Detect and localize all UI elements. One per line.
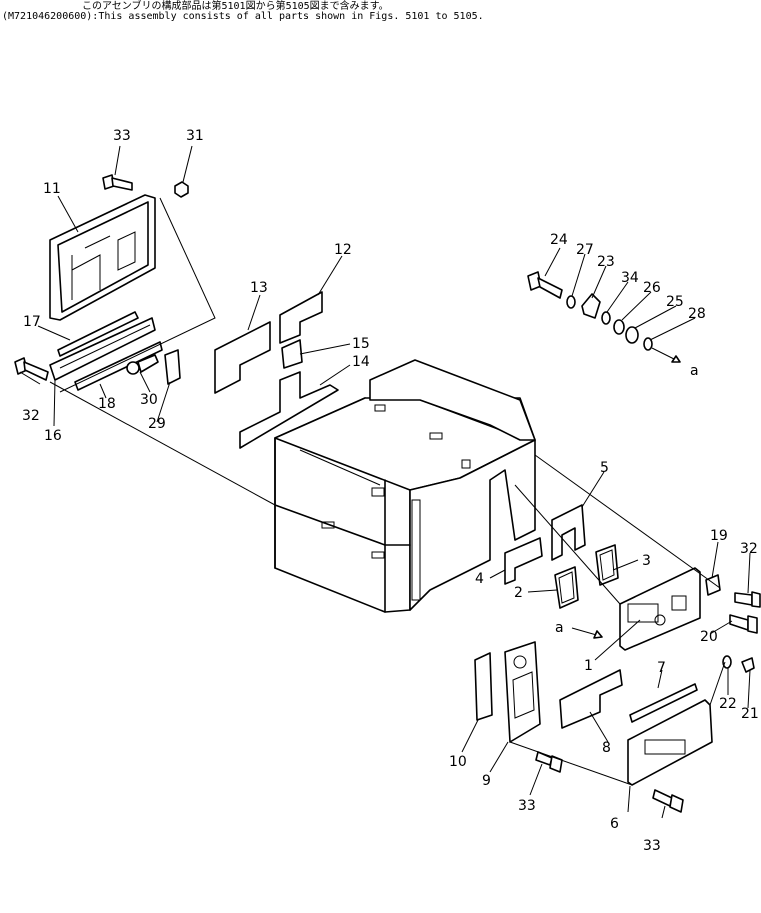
part-28-clip [643,337,653,351]
ref-a-lower: a [555,620,564,636]
callout-34: 34 [621,270,639,286]
part-22-washer [722,655,732,669]
part-25-nut [625,326,639,344]
part-32-bolt-left [14,357,49,381]
callout-33-top: 33 [113,128,131,144]
callout-33-bottom-right: 33 [643,838,661,854]
callout-20: 20 [700,629,718,645]
callout-10: 10 [449,754,467,770]
part-14-pad [239,371,339,449]
callout-12: 12 [334,242,352,258]
part-33-bolt-top [102,174,133,191]
callout-23: 23 [597,254,615,270]
callout-19: 19 [710,528,728,544]
callout-labels: 33 31 11 12 13 15 14 17 32 16 18 30 29 2… [22,128,759,854]
callout-24: 24 [550,232,568,248]
part-8-pad [559,669,623,729]
part-4-pad [504,537,543,585]
callout-9: 9 [482,773,491,789]
callout-2: 2 [514,585,523,601]
part-10-pad [474,652,493,721]
part-6-panel [627,699,713,786]
arrow-head-lower [593,630,603,639]
part-20-bolt [729,614,758,634]
part-9-panel [504,641,541,743]
part-30-bolt [126,354,159,375]
callout-21: 21 [741,706,759,722]
header-assembly-note: (M721046200600):This assembly consists o… [2,11,484,22]
part-27-washer [566,295,576,309]
part-11-panel [49,194,156,321]
main-cabinet [274,359,536,613]
callout-31: 31 [186,128,204,144]
callout-33-bottom-left: 33 [518,798,536,814]
part-34-washer [601,311,611,325]
callout-17: 17 [23,314,41,330]
part-24-bolt [527,271,563,299]
part-7-strip [629,683,698,723]
part-29-bracket [164,349,181,385]
callout-8: 8 [602,740,611,756]
callout-16: 16 [44,428,62,444]
part-23-plate [581,293,601,319]
part-19-bracket [705,574,721,596]
callout-6: 6 [610,816,619,832]
part-5-pad [551,504,586,561]
part-16-17-18-strips [49,311,163,391]
callout-13: 13 [250,280,268,296]
callout-29: 29 [148,416,166,432]
callout-15: 15 [352,336,370,352]
callout-4: 4 [475,571,484,587]
header-japanese-note: このアセンブリの構成部品は第5101図から第5105図まで含みます。 [82,1,389,12]
part-3-bracket [595,544,619,586]
part-15-pad [281,339,303,369]
callout-11: 11 [43,181,61,197]
callout-30: 30 [140,392,158,408]
part-1-panel [619,567,701,651]
ref-a-top: a [690,363,699,379]
arrow-head-top [671,355,681,363]
callout-3: 3 [642,553,651,569]
callout-18: 18 [98,396,116,412]
assembly-lines [49,197,726,786]
callout-32-right: 32 [740,541,758,557]
callout-32-left: 32 [22,408,40,424]
part-2-bracket [554,566,579,609]
callout-14: 14 [352,354,370,370]
part-12-pad [279,291,323,344]
leader-lines [19,145,751,819]
part-26-washer [613,319,625,335]
callout-5: 5 [600,460,609,476]
part-13-pad [214,321,271,394]
part-33-bolt-right-bottom [652,789,684,813]
callout-26: 26 [643,280,661,296]
part-32-bolt-right [734,591,761,608]
part-31-nut [174,181,189,198]
callout-7: 7 [657,660,666,676]
callout-27: 27 [576,242,594,258]
callout-25: 25 [666,294,684,310]
part-21-clip [741,657,755,673]
callout-1: 1 [584,658,593,674]
callout-28: 28 [688,306,706,322]
callout-22: 22 [719,696,737,712]
